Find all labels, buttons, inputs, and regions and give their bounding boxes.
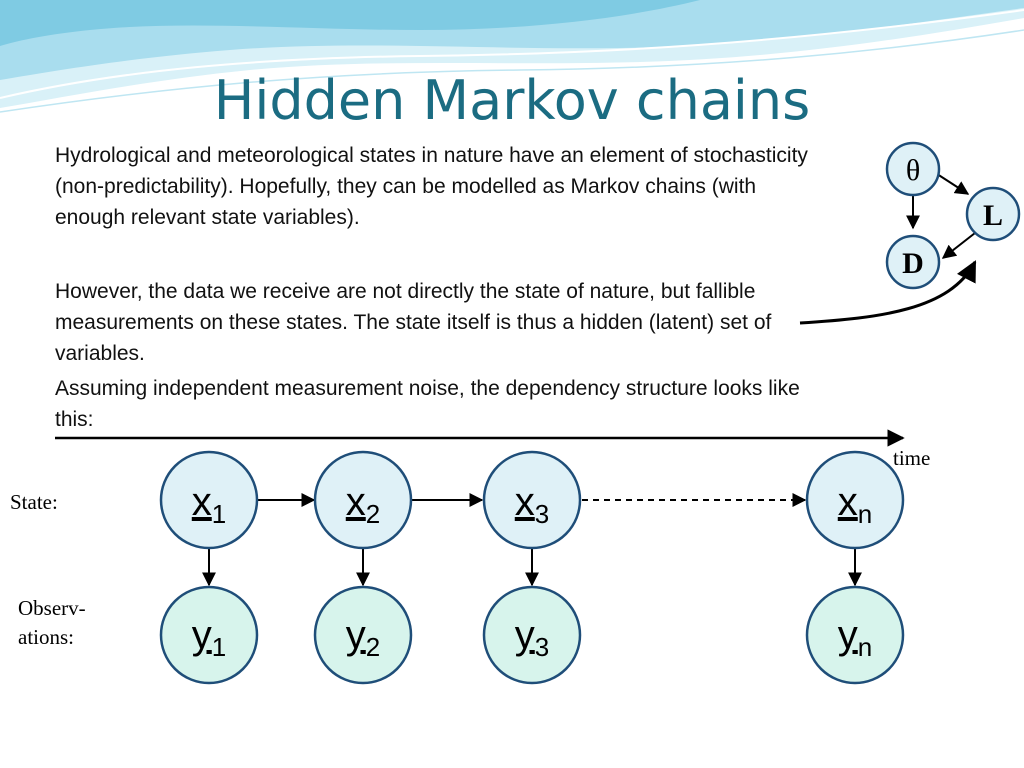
observations-row-label-line2: ations: — [18, 625, 74, 649]
paragraph-markov-chains: Hydrological and meteorological states i… — [55, 144, 808, 229]
node-D-label: D — [902, 247, 924, 280]
state-node-x2-label: x2 — [346, 480, 380, 529]
chain-edges — [202, 493, 862, 587]
obs-node-yn-label: yn — [838, 613, 872, 662]
paragraph-hidden-state: However, the data we receive are not dir… — [55, 280, 772, 365]
observation-nodes: y1 y2 y3 yn — [159, 585, 905, 685]
decorative-header-waves — [0, 0, 1024, 113]
slide-title: Hidden Markov chains — [213, 69, 811, 132]
node-D — [885, 234, 941, 290]
state-node-x2 — [313, 450, 413, 550]
small-graph: θ L D — [799, 141, 1021, 325]
state-node-x3-label: x3 — [515, 480, 549, 529]
edge-L-to-D — [941, 232, 976, 259]
state-row-label: State: — [10, 490, 58, 514]
obs-node-yn — [805, 585, 905, 685]
state-node-x1 — [159, 450, 259, 550]
pointer-curve-to-small-graph — [799, 260, 977, 325]
node-L-label: L — [983, 199, 1003, 232]
state-node-xn — [805, 450, 905, 550]
obs-node-y3 — [482, 585, 582, 685]
obs-node-y3-label: y3 — [515, 613, 549, 662]
state-node-xn-label: xn — [838, 480, 872, 529]
obs-node-y1 — [159, 585, 259, 685]
obs-node-y2-label: y2 — [346, 613, 380, 662]
node-L — [965, 186, 1021, 242]
obs-node-y2 — [313, 585, 413, 685]
observations-row-label-line1: Observ- — [18, 596, 86, 620]
state-nodes: x1 x2 x3 xn — [159, 450, 905, 550]
time-axis-label: time — [893, 446, 931, 470]
obs-node-y1-label: y1 — [192, 613, 226, 662]
state-node-x1-label: x1 — [192, 480, 226, 529]
edge-theta-to-L — [933, 171, 970, 195]
paragraph-dependency-structure: Assuming independent measurement noise, … — [55, 377, 800, 431]
state-node-x3 — [482, 450, 582, 550]
node-theta-label: θ — [906, 154, 920, 187]
node-theta — [885, 141, 941, 197]
